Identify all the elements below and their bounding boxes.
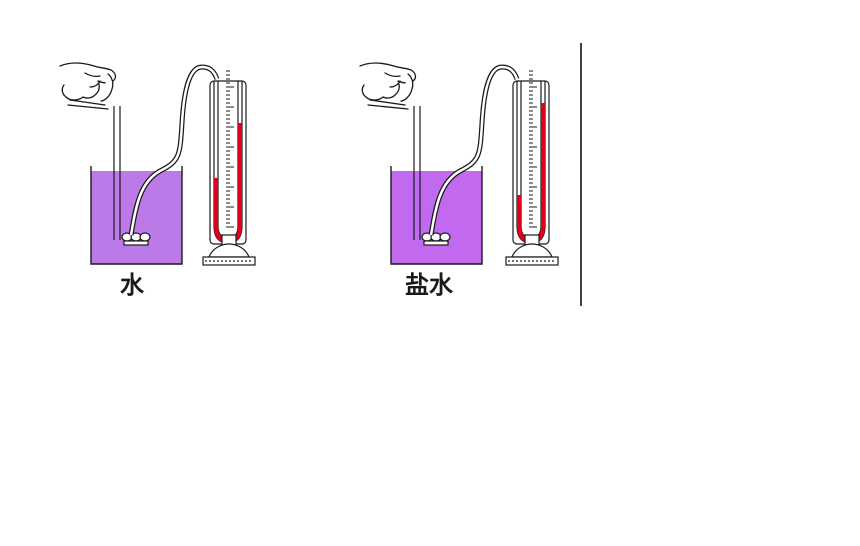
salt-water-caption: 盐水 xyxy=(405,271,454,299)
salt-manometer-fluid xyxy=(517,103,545,243)
water-beaker xyxy=(90,166,183,265)
water-probe-rod xyxy=(113,106,121,240)
water-caption: 水 xyxy=(120,271,145,299)
right-hand-icon xyxy=(359,62,417,110)
water-panel: 水 xyxy=(59,62,256,299)
salt-probe-icon xyxy=(421,232,451,246)
figure-canvas: 水 盐水 xyxy=(59,43,582,306)
left-hand-icon xyxy=(59,62,117,110)
water-probe-icon xyxy=(121,232,151,246)
salt-u-tube-manometer xyxy=(505,70,559,266)
pressure-experiment-figure: 水 盐水 xyxy=(40,43,582,306)
salt-water-panel: 盐水 xyxy=(359,62,559,299)
water-u-tube-manometer xyxy=(202,70,256,266)
salt-probe-rod xyxy=(413,106,421,240)
salt-water-beaker xyxy=(390,166,483,265)
water-manometer-fluid xyxy=(214,123,242,243)
